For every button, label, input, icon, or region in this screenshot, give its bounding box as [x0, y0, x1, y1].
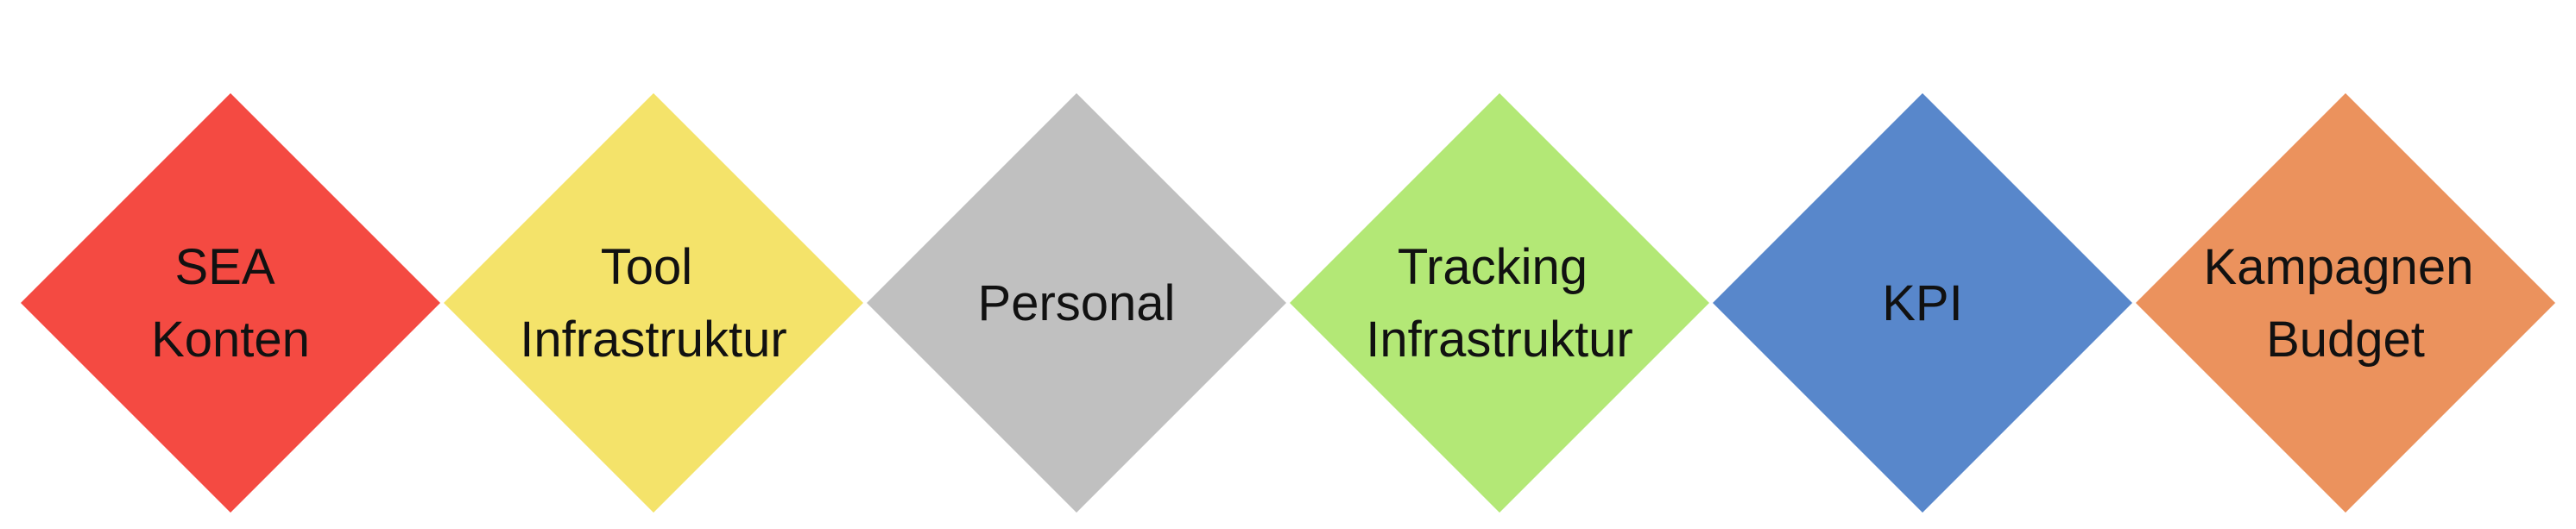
diamond-shape	[21, 93, 440, 513]
diamond-label-line: Personal	[978, 275, 1176, 331]
diamond-label-line: Infrastruktur	[520, 312, 786, 368]
diamond-label-line: KPI	[1882, 275, 1963, 331]
diamond-label: Tracking Infrastruktur	[1366, 239, 1632, 368]
diamond-label-line: SEA	[175, 239, 275, 295]
diamond-label-line: Infrastruktur	[1366, 312, 1632, 368]
diamond-label: Kampagnen Budget	[2204, 239, 2488, 368]
diamond-label-line: Tool	[601, 239, 692, 295]
diamond-item: Personal	[867, 93, 1286, 513]
diamond-shape	[1713, 93, 2132, 513]
diamond-label-line: Kampagnen	[2204, 239, 2474, 295]
diamond-label-line: Budget	[2266, 312, 2425, 368]
diamond-shape	[444, 93, 863, 513]
diamond-label-line: Konten	[151, 312, 310, 368]
diamond-item: Tracking Infrastruktur	[1290, 93, 1709, 513]
diamond-label: KPI	[1882, 275, 1963, 331]
diamond-item: Tool Infrastruktur	[444, 93, 863, 513]
diamond-item: Kampagnen Budget	[2136, 93, 2555, 513]
diamond-label: SEA Konten	[151, 239, 310, 368]
diamond-label-line: Tracking	[1398, 239, 1588, 295]
diamond-shape	[2136, 93, 2555, 513]
diamond-label: Personal	[978, 275, 1176, 331]
diamond-shape	[1290, 93, 1709, 513]
diamond-item: KPI	[1713, 93, 2132, 513]
diamond-shape	[867, 93, 1286, 513]
diamond-item: SEA Konten	[21, 93, 440, 513]
diamond-label: Tool Infrastruktur	[520, 239, 786, 368]
